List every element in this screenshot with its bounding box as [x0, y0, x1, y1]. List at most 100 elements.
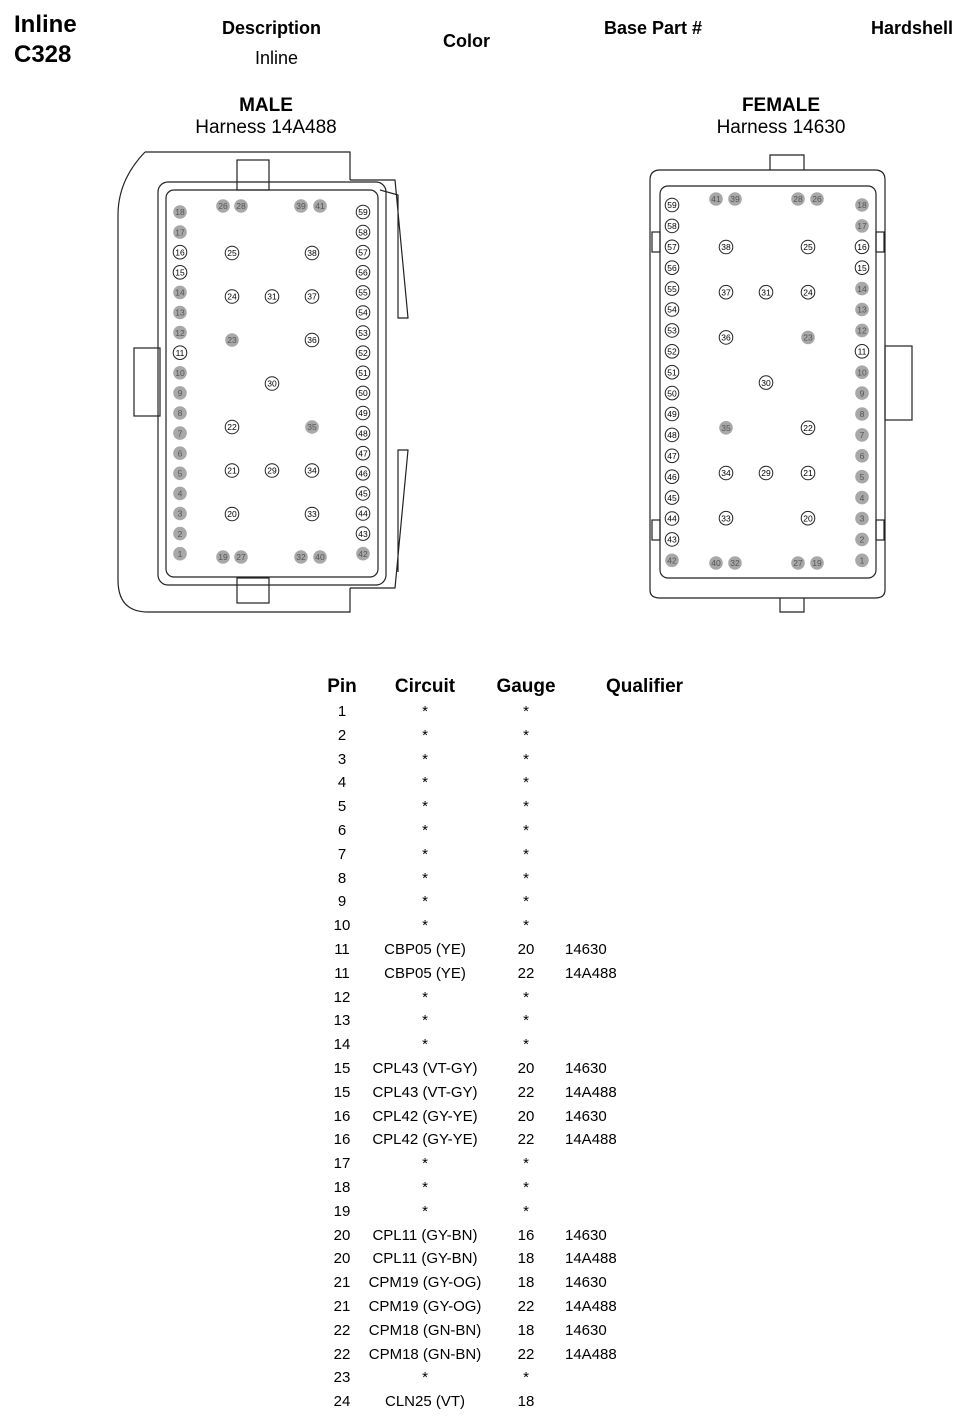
pin-number: 25 [803, 242, 813, 252]
table-cell-pin: 19 [333, 1202, 351, 1220]
pin-22: 22 [800, 420, 816, 436]
pin-27: 27 [791, 556, 805, 570]
table-cell-gauge: 18 [517, 1321, 535, 1339]
pin-circle [173, 466, 187, 481]
pin-1: 1 [855, 553, 869, 568]
pin-number: 33 [721, 513, 731, 523]
pin-circle [172, 244, 188, 260]
table-cell-circuit: CPM18 (GN-BN) [368, 1321, 482, 1339]
pin-3: 3 [173, 506, 187, 521]
pin-circle [355, 385, 371, 401]
pin-number: 30 [761, 378, 771, 388]
pin-56: 56 [355, 265, 371, 280]
pin-number: 40 [711, 558, 721, 568]
pin-number: 23 [803, 333, 813, 343]
pin-number: 3 [860, 514, 865, 524]
table-cell-pin: 13 [333, 1012, 351, 1030]
pin-circle [800, 510, 816, 526]
pin-7: 7 [173, 426, 187, 440]
table-cell-pin: 21 [333, 1274, 351, 1292]
pin-20: 20 [224, 506, 240, 522]
pin-circle [225, 333, 239, 347]
pin-24: 24 [224, 289, 240, 304]
pin-5: 5 [855, 469, 869, 484]
pin-36: 36 [304, 332, 320, 348]
pin-circle [304, 506, 320, 522]
pin-number: 8 [860, 409, 865, 419]
pin-circle [234, 199, 248, 213]
pin-number: 42 [358, 549, 368, 559]
pin-circle [224, 506, 240, 522]
table-cell-circuit: CPL11 (GY-BN) [372, 1226, 478, 1244]
pin-9: 9 [173, 386, 187, 400]
pin-circle [664, 385, 680, 401]
table-cell-pin: 17 [333, 1155, 351, 1173]
pin-number: 4 [178, 489, 183, 499]
table-cell-qualifier [565, 700, 685, 724]
pin-circle [355, 506, 371, 521]
table-cell-pin: 4 [337, 774, 347, 792]
pin-circle [855, 365, 869, 380]
pin-number: 2 [860, 535, 865, 545]
table-cell-qualifier [565, 1200, 685, 1224]
pin-circle [173, 205, 187, 219]
pin-7: 7 [855, 428, 869, 442]
pin-number: 2 [178, 529, 183, 539]
pin-number: 52 [667, 347, 677, 357]
pin-56: 56 [664, 260, 680, 276]
table-cell-circuit: CBP05 (YE) [384, 964, 466, 982]
pin-number: 35 [721, 423, 731, 433]
male-pin-layer: 1817161514131211109876543215958575655545… [172, 199, 371, 564]
pin-number: 25 [227, 248, 237, 258]
pin-number: 44 [667, 514, 677, 524]
pin-number: 38 [307, 248, 317, 258]
table-cell-qualifier [565, 986, 685, 1010]
pin-number: 57 [358, 247, 368, 257]
pin-circle [718, 330, 734, 345]
pin-circle [664, 427, 680, 443]
male-connector-heading: MALE Harness 14A488 [166, 95, 366, 139]
pin-number: 14 [857, 284, 867, 294]
table-cell-qualifier [565, 771, 685, 795]
pin-45: 45 [664, 490, 680, 505]
pin-number: 36 [721, 333, 731, 343]
pin-circle [173, 446, 187, 461]
table-cell-gauge: * [523, 1155, 529, 1173]
female-harness: Harness 14630 [716, 117, 846, 138]
pin-58: 58 [355, 224, 371, 240]
table-cell-circuit: * [422, 822, 428, 839]
table-cell-qualifier [565, 795, 685, 819]
pin-23: 23 [225, 333, 239, 347]
pin-number: 13 [857, 305, 867, 315]
pin-circle [355, 445, 371, 461]
pin-54: 54 [355, 305, 371, 320]
table-cell-gauge: * [523, 893, 529, 911]
pin-number: 10 [175, 368, 185, 378]
pin-number: 24 [227, 292, 237, 302]
pin-circle [718, 239, 734, 255]
pin-circle [718, 510, 734, 526]
table-cell-pin: 7 [337, 845, 347, 863]
pin-number: 11 [858, 347, 867, 357]
pin-5: 5 [173, 466, 187, 481]
pin-number: 36 [307, 335, 317, 345]
pin-circle [664, 469, 680, 485]
table-cell-circuit: * [422, 726, 428, 744]
table-cell-circuit: * [422, 845, 428, 863]
table-cell-qualifier: 14630 [565, 1107, 607, 1125]
pin-circle [664, 323, 680, 338]
pin-circle [173, 225, 187, 239]
pin-31: 31 [264, 289, 280, 304]
pin-circle [304, 245, 320, 261]
table-cell-pin: 2 [337, 726, 347, 744]
pin-52: 52 [664, 344, 680, 359]
pin-10: 10 [855, 365, 869, 380]
pin-number: 30 [267, 379, 277, 389]
pin-number: 6 [860, 451, 865, 461]
table-cell-qualifier: 14A488 [565, 1298, 617, 1315]
pin-circle [800, 420, 816, 436]
table-cell-pin: 9 [337, 893, 347, 911]
pin-12: 12 [173, 325, 187, 340]
pin-number: 41 [315, 201, 325, 211]
pin-circle [855, 281, 869, 296]
